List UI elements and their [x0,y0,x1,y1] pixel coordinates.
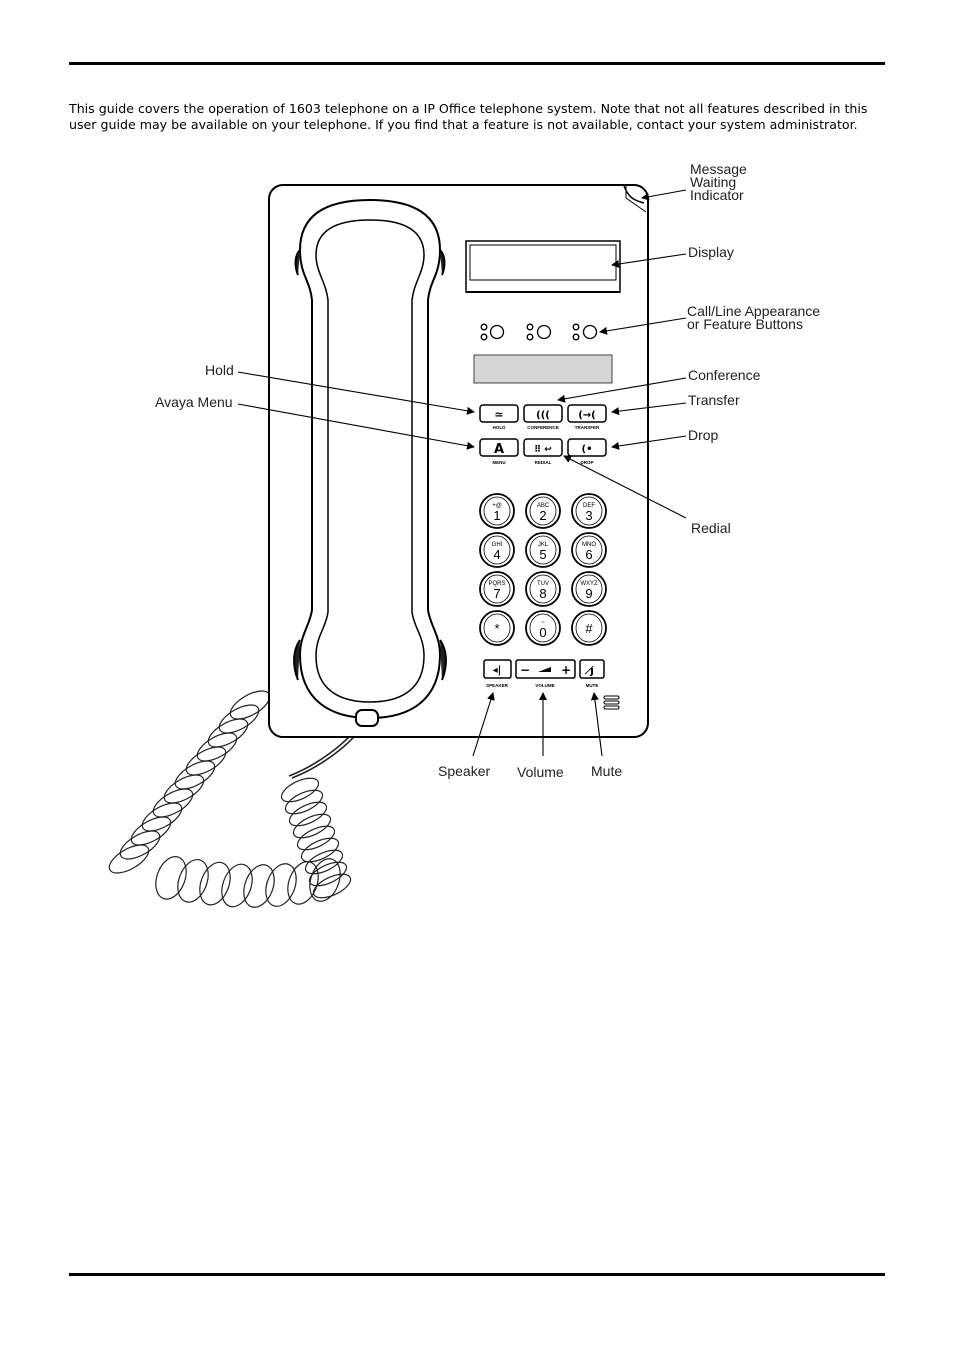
handset [293,198,447,727]
svg-text:A: A [494,442,504,457]
callout-hold: Hold [205,362,234,378]
svg-text:HOLD: HOLD [493,425,506,430]
svg-text:(((: ((( [536,410,550,421]
svg-text:(→(: (→( [578,410,596,421]
callout-call-line-2: or Feature Buttons [687,316,803,332]
keypad-digit: # [585,621,593,636]
svg-text:TRANSFER: TRANSFER [575,425,600,430]
transfer-button[interactable]: (→( TRANSFER [567,404,607,430]
drop-button[interactable]: (• DROP [567,438,607,465]
svg-text:DROP: DROP [580,460,593,465]
call-appearance-buttons[interactable] [480,323,598,341]
keypad-letters: GHI [492,542,503,548]
keypad-digit: 0 [539,625,546,640]
keypad-letters: ABC [537,503,550,509]
mute-button[interactable]: ȷ̸ MUTE [579,659,605,688]
svg-text:MUTE: MUTE [586,683,599,688]
keypad-key-1[interactable]: +@1 [479,493,515,529]
callout-transfer: Transfer [688,392,740,408]
speaker-button[interactable]: ◂| SPEAKER [483,659,512,688]
label-strip [473,354,613,384]
svg-text:−: − [520,663,530,677]
keypad-letters: DEF [583,503,595,509]
callout-message-waiting-2: Waiting [690,174,736,190]
keypad-digit: 5 [539,547,546,562]
keypad-letters: +@ [492,503,502,509]
callout-conference: Conference [688,367,761,383]
conference-button[interactable]: ((( CONFERENCE [523,404,563,430]
keypad-letters: TUV [537,581,549,587]
coiled-cord [108,690,366,908]
keypad-digit: 4 [493,547,500,562]
keypad-digit: 1 [493,508,500,523]
keypad-digit: 8 [539,586,546,601]
keypad-letters: ~ [541,620,545,626]
svg-text:CONFERENCE: CONFERENCE [527,425,559,430]
menu-button[interactable]: A MENU [479,438,519,465]
svg-text:◂|: ◂| [493,665,502,676]
display [465,240,621,293]
callout-drop: Drop [688,427,719,443]
callout-redial: Redial [691,520,731,536]
callout-display: Display [688,244,734,260]
svg-text:REDIAL: REDIAL [535,460,552,465]
callout-message-waiting-1: Message [690,161,747,177]
dial-keypad: +@1ABC2DEF3GHI4JKL5MNO6PQRS7TUV8WXYZ9*~0… [479,493,607,646]
intro-paragraph: This guide covers the operation of 1603 … [69,101,868,132]
callout-volume: Volume [517,764,564,780]
keypad-letters: MNO [582,542,596,548]
callout-mute: Mute [591,763,622,779]
speaker-grille [603,695,620,710]
volume-button[interactable]: − + VOLUME [515,659,576,688]
keypad-key-0[interactable]: ~0 [525,610,561,646]
keypad-letters: PQRS [488,581,505,587]
svg-text:+: + [561,663,571,677]
keypad-digit: 7 [493,586,500,601]
keypad-digit: * [494,621,499,636]
footer-rule [69,1273,885,1276]
hold-button[interactable]: ≃ HOLD [479,404,519,430]
callout-speaker: Speaker [438,763,490,779]
keypad-digit: 2 [539,508,546,523]
svg-text:MENU: MENU [492,460,505,465]
keypad-key-star[interactable]: * [479,610,515,646]
svg-text:⠿ ↩: ⠿ ↩ [534,444,552,455]
svg-text:SPEAKER: SPEAKER [486,683,509,688]
svg-text:VOLUME: VOLUME [535,683,554,688]
callout-message-waiting-3: Indicator [690,187,744,203]
callout-arrows [237,189,687,757]
keypad-letters: WXYZ [580,581,598,587]
message-waiting-indicator [623,185,645,204]
keypad-digit: 6 [585,547,592,562]
keypad-digit: 3 [585,508,592,523]
svg-text:≃: ≃ [494,408,503,421]
redial-button[interactable]: ⠿ ↩ REDIAL [523,438,563,465]
keypad-letters: JKL [538,542,549,548]
callout-avaya-menu: Avaya Menu [155,394,233,410]
keypad-digit: 9 [585,586,592,601]
callout-call-line-1: Call/Line Appearance [687,303,820,319]
keypad-key-hash[interactable]: # [571,610,607,646]
header-rule [69,62,885,65]
svg-text:(•: (• [582,444,593,455]
